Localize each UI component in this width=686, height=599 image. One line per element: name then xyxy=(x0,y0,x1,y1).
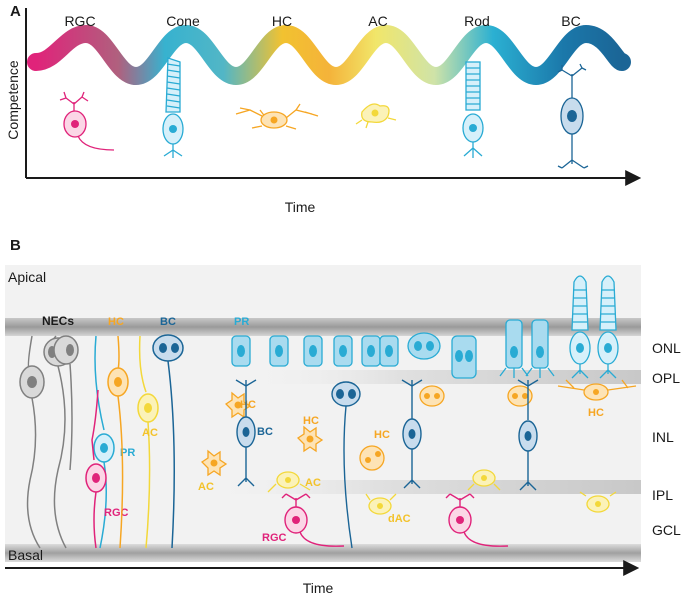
rgc-cell-icon xyxy=(59,91,115,151)
layer-onl: ONL xyxy=(652,340,681,356)
label-hc3: HC xyxy=(374,429,390,441)
label-pr-top: PR xyxy=(234,316,249,328)
ac-cells xyxy=(267,469,617,515)
opl-band xyxy=(240,370,641,384)
retina-background xyxy=(5,265,641,561)
layer-ipl: IPL xyxy=(652,487,673,503)
layer-gcl: GCL xyxy=(652,522,681,538)
bc-progenitor xyxy=(152,334,184,549)
panel-a-label: A xyxy=(10,3,21,20)
label-cone: Cone xyxy=(166,13,200,29)
label-ac2: AC xyxy=(198,481,214,493)
nec-cells xyxy=(19,335,79,549)
hc-ac-progenitors xyxy=(107,335,159,549)
rod-cell-icon xyxy=(462,61,484,158)
apical-band xyxy=(5,318,641,336)
mature-photoreceptors xyxy=(569,275,619,379)
label-rgc2: RGC xyxy=(262,532,287,544)
hc-cluster-cells xyxy=(359,379,637,471)
label-hc2: HC xyxy=(303,415,319,427)
label-rgc1: RGC xyxy=(104,507,129,519)
cone-cell-icon xyxy=(162,57,184,158)
panel-b-x-label: Time xyxy=(303,580,334,596)
competence-wave xyxy=(27,24,631,86)
label-bc-top: BC xyxy=(160,316,176,328)
basal-band xyxy=(5,544,641,562)
photoreceptor-row xyxy=(231,319,549,379)
pr-terminals xyxy=(499,367,555,378)
label-rod: Rod xyxy=(464,13,490,29)
label-hc4: HC xyxy=(588,407,604,419)
label-bc1: BC xyxy=(257,426,273,438)
ipl-band xyxy=(200,480,641,494)
ac-cell-icon xyxy=(355,103,397,129)
pr-rgc-progenitors xyxy=(85,335,115,549)
bc-cells xyxy=(235,379,539,549)
label-pr: PR xyxy=(120,447,135,459)
hc-cell-icon xyxy=(235,103,319,130)
label-hc1: HC xyxy=(240,399,256,411)
label-ac1: AC xyxy=(142,427,158,439)
bc-cell-icon xyxy=(557,63,589,169)
rgc-cells xyxy=(281,493,509,547)
panel-b-label: B xyxy=(10,237,21,254)
panel-a-y-label: Competence xyxy=(5,60,21,140)
layer-inl: INL xyxy=(652,429,674,445)
apical-label: Apical xyxy=(8,269,46,285)
label-bc: BC xyxy=(561,13,580,29)
label-ac3: AC xyxy=(305,477,321,489)
panel-a-x-label: Time xyxy=(285,199,316,215)
label-ac: AC xyxy=(368,13,387,29)
label-hc: HC xyxy=(272,13,292,29)
star-hc-cells xyxy=(200,391,324,477)
label-dac: dAC xyxy=(388,513,411,525)
label-necs: NECs xyxy=(42,314,74,328)
label-hc-top: HC xyxy=(108,316,124,328)
label-rgc: RGC xyxy=(64,13,95,29)
layer-opl: OPL xyxy=(652,370,680,386)
basal-label: Basal xyxy=(8,547,43,563)
